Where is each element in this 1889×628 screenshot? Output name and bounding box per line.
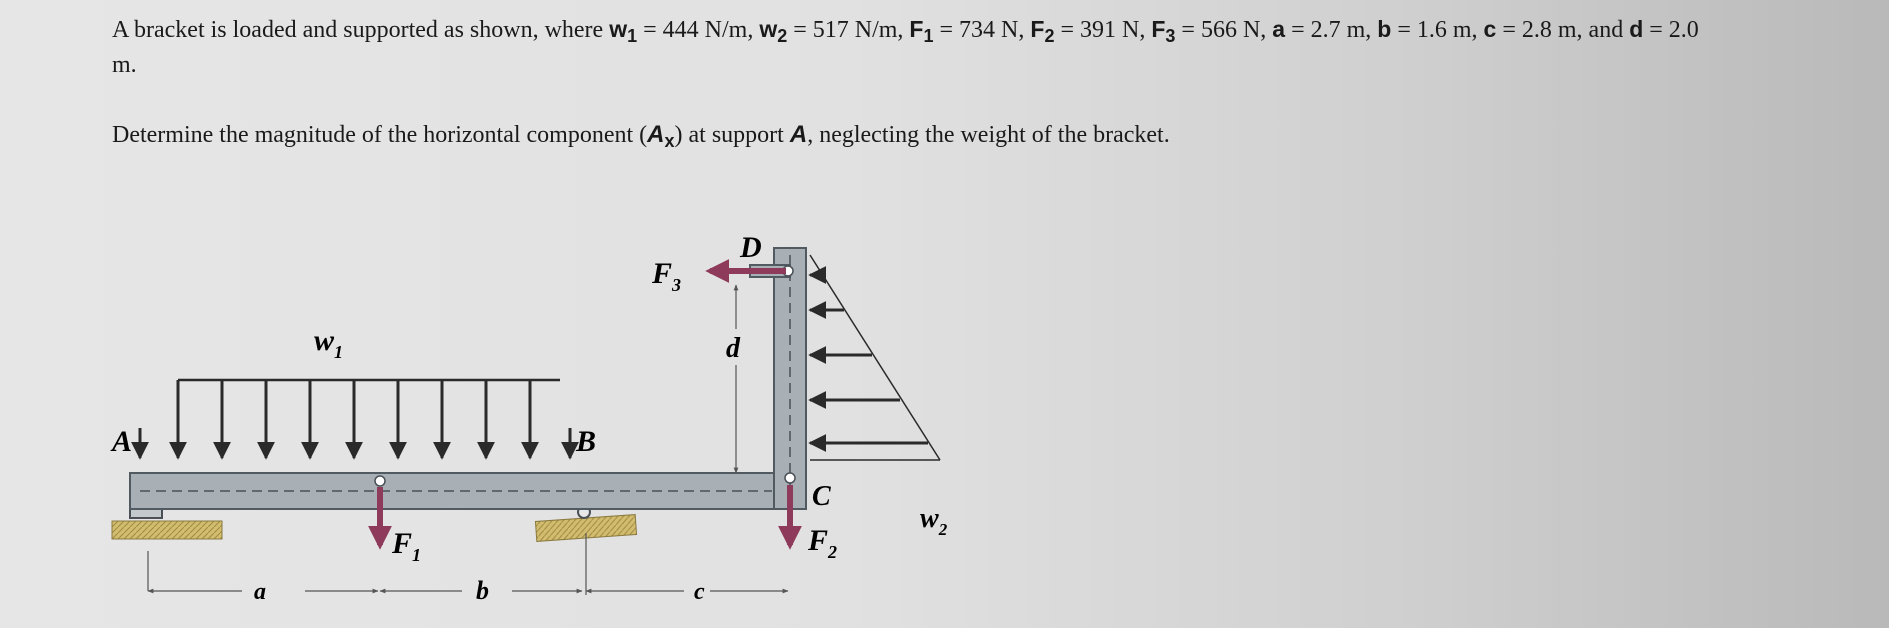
w1-subscript: 1 <box>627 26 638 46</box>
question-post: , neglecting the weight of the bracket. <box>807 122 1170 148</box>
F2-symbol: F <box>1030 16 1045 42</box>
label-c: c <box>694 579 705 605</box>
question-pre: Determine the magnitude of the horizonta… <box>112 122 648 148</box>
w1-value: = 444 N/m, <box>643 17 754 43</box>
label-B: B <box>575 425 596 458</box>
F1-symbol: F <box>909 16 924 42</box>
F1-attach-point <box>374 475 386 487</box>
w2-subscript: 2 <box>777 26 788 46</box>
label-D: D <box>739 231 762 264</box>
problem-statement: A bracket is loaded and supported as sho… <box>112 12 1872 153</box>
F1-value: = 734 N, <box>939 17 1025 43</box>
w1-distributed-load <box>131 378 579 460</box>
w2-distributed-load <box>808 254 941 461</box>
F3-symbol: F <box>1151 16 1166 42</box>
dimension-lines <box>147 284 789 595</box>
Ax-subscript: x <box>664 131 675 151</box>
label-F1: F1 <box>391 527 421 565</box>
w2-value: = 517 N/m, <box>793 17 904 43</box>
label-F2: F2 <box>807 524 837 562</box>
label-F3: F3 <box>651 257 681 295</box>
label-w1: w1 <box>314 324 343 362</box>
problem-given-line-end: m. <box>112 48 1872 82</box>
w2-symbol: w <box>759 16 778 42</box>
label-d: d <box>726 333 741 364</box>
b-value: = 1.6 m, <box>1397 17 1478 43</box>
c-symbol: c <box>1483 16 1497 42</box>
b-symbol: b <box>1377 16 1392 42</box>
Ax-symbol: A <box>647 121 665 148</box>
label-A: A <box>110 425 132 458</box>
label-w2: w2 <box>920 503 948 539</box>
F3-value: = 566 N, <box>1181 17 1267 43</box>
question-mid: ) at support <box>674 122 784 148</box>
question-text: Determine the magnitude of the horizonta… <box>112 118 1872 153</box>
a-symbol: a <box>1272 16 1286 42</box>
F3-subscript: 3 <box>1165 26 1176 46</box>
problem-given-line: A bracket is loaded and supported as sho… <box>112 12 1872 48</box>
d-symbol: d <box>1629 16 1644 42</box>
support-A-ground <box>111 520 223 540</box>
F1-subscript: 1 <box>923 26 934 46</box>
w1-symbol: w <box>609 16 628 42</box>
A-symbol: A <box>789 121 808 148</box>
label-b: b <box>476 576 489 605</box>
intro-text: A bracket is loaded and supported as sho… <box>112 17 604 43</box>
d-value: = 2.0 <box>1649 17 1699 43</box>
F2-subscript: 2 <box>1044 26 1055 46</box>
label-C: C <box>812 481 831 512</box>
a-value: = 2.7 m, <box>1291 17 1372 43</box>
c-value: = 2.8 m, and <box>1502 17 1624 43</box>
bracket-diagram: A B C D w1 w2 F1 F2 F3 a b c d <box>110 231 948 605</box>
label-a: a <box>254 579 266 605</box>
F2-value: = 391 N, <box>1060 17 1146 43</box>
unit-end-text: m. <box>112 52 137 78</box>
point-C-marker <box>784 472 796 484</box>
